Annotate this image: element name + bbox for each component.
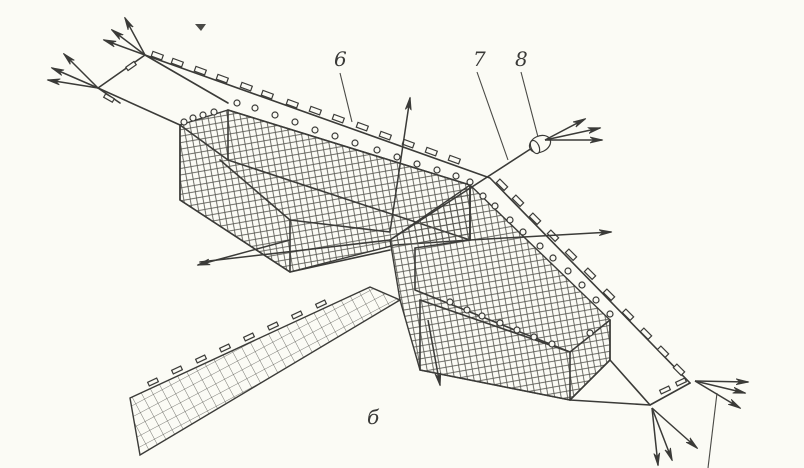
anchor-rope xyxy=(199,147,533,263)
callout-leader-6 xyxy=(339,72,353,123)
buoy xyxy=(528,134,552,155)
right-chamber-rings xyxy=(446,192,614,348)
callout-leader-8 xyxy=(520,71,539,138)
anchor-arrows xyxy=(48,18,748,465)
callout-leader-bottom xyxy=(707,392,718,468)
leader-wing xyxy=(129,286,402,457)
callout-label-8: 8 xyxy=(515,47,528,71)
speck-mark xyxy=(195,24,206,31)
right-chamber xyxy=(389,184,614,401)
left-chamber-rings xyxy=(180,99,474,186)
float-line xyxy=(97,50,691,406)
callout-leader-7 xyxy=(476,71,509,161)
subfigure-label: б xyxy=(367,405,380,429)
callout-label-6: 6 xyxy=(334,47,347,71)
callout-label-7: 7 xyxy=(473,47,486,71)
